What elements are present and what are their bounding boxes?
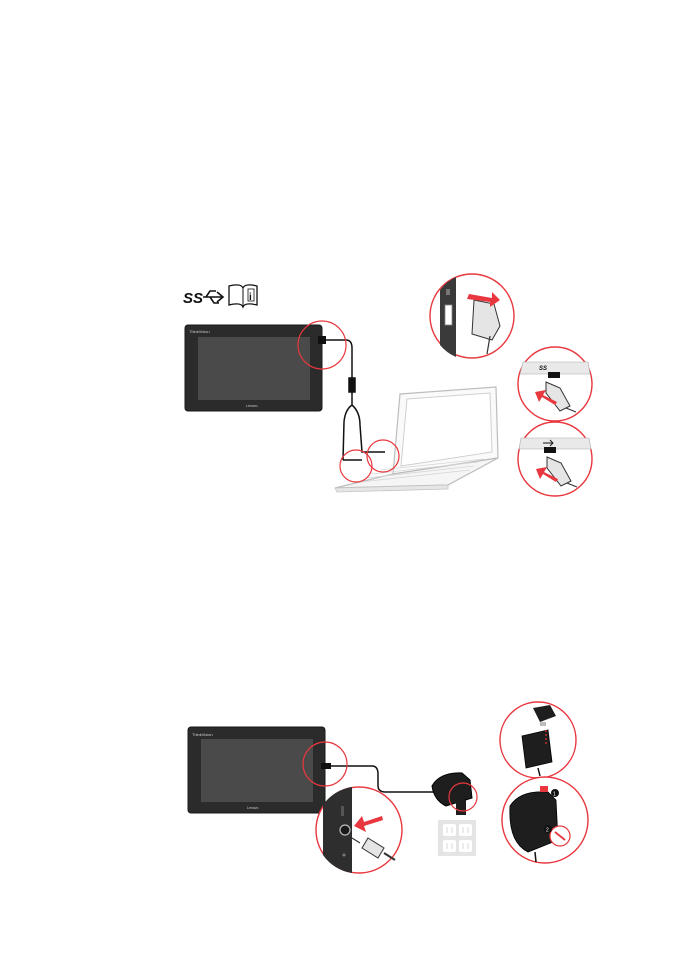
svg-text:2: 2: [546, 828, 549, 834]
svg-text:SS: SS: [539, 366, 547, 372]
monitor-brand: ThinkVision: [192, 732, 213, 737]
monitor-usb-port-detail: [430, 274, 514, 358]
svg-text:1: 1: [553, 792, 556, 798]
laptop-port-highlight-2: [340, 450, 372, 482]
monitor-brand: ThinkVision: [189, 329, 210, 334]
monitor: ThinkVision Lenovo: [185, 325, 322, 411]
manual-info-icon: i: [229, 285, 257, 307]
monitor-dc-port-detail: [316, 787, 402, 873]
power-adapter: [432, 773, 472, 815]
laptop: [335, 387, 498, 492]
usb-logo-text: SS: [183, 290, 203, 307]
wall-outlet-icon: [438, 820, 476, 856]
laptop-usb3-port-detail: SS: [518, 347, 592, 421]
laptop-usb2-port-detail: [518, 422, 592, 496]
svg-text:i: i: [249, 292, 252, 303]
monitor-usb-plug: [318, 336, 326, 344]
monitor-badge: Lenovo: [247, 806, 259, 810]
power-cable: [322, 766, 440, 792]
usb-connection-figure: SS i ThinkVision Lenovo: [183, 274, 592, 496]
adapter-plug-release-detail: 1 2: [502, 777, 588, 863]
monitor-badge: Lenovo: [246, 404, 258, 408]
adapter-plug-attach-detail: [500, 702, 576, 778]
power-connection-figure: ThinkVision Lenovo: [188, 702, 588, 873]
superspeed-usb-icon: SS: [183, 290, 223, 307]
